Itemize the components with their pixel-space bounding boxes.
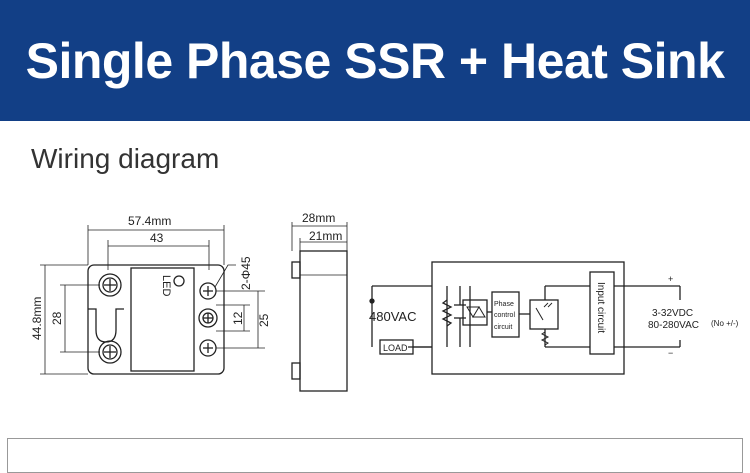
terminal-screw [199, 282, 217, 300]
led-indicator [173, 275, 185, 287]
optocoupler [529, 299, 559, 330]
dim-25: 25 [257, 313, 271, 327]
polarity-note: (No +/-) [711, 319, 739, 328]
led-label: LED [160, 275, 172, 296]
dim-12: 12 [231, 311, 245, 325]
dim-width-inner: 43 [150, 231, 164, 245]
terminal-screw [98, 273, 122, 297]
dim-width-outer: 57.4mm [128, 214, 171, 228]
input-ac-label: 80-280VAC [648, 320, 699, 331]
plus-sign: + [668, 274, 673, 284]
triac [466, 306, 486, 318]
terminal-screw [198, 308, 218, 328]
phase-label-2: control [494, 312, 515, 319]
side-terminal [291, 261, 301, 279]
mounting-slot [88, 308, 124, 343]
terminal-screw [98, 340, 122, 364]
input-circuit-box [589, 271, 615, 355]
voltage-ac-label: 480VAC [369, 309, 416, 324]
header-banner [0, 0, 750, 121]
side-dim-inner: 21mm [309, 229, 342, 243]
terminal-screw [199, 339, 217, 357]
input-dc-label: 3-32VDC [652, 308, 693, 319]
section-title: Wiring diagram [31, 143, 220, 174]
resistor [441, 299, 453, 327]
dim-hole: 2-Φ45 [239, 256, 253, 290]
dim-height-inner: 28 [50, 311, 64, 325]
triac-box [462, 299, 488, 326]
content-frame [7, 438, 743, 473]
load-label: LOAD [383, 343, 408, 353]
phase-label-1: Phase [494, 301, 514, 308]
relay-body [87, 264, 225, 375]
phase-label-3: circuit [494, 324, 512, 331]
circuit-diagram [369, 261, 681, 375]
side-body [299, 250, 348, 392]
minus-sign: − [668, 348, 673, 358]
side-dim-outer: 28mm [302, 211, 335, 225]
label-plate [130, 267, 195, 372]
input-circuit-label: Input circuit [595, 282, 606, 333]
side-view [291, 222, 348, 392]
resistor [540, 331, 550, 346]
page-title: Single Phase SSR + Heat Sink [25, 32, 725, 89]
dim-height-outer: 44.8mm [30, 297, 44, 340]
ssr-box [431, 261, 625, 375]
side-terminal [291, 362, 301, 380]
front-view [40, 225, 265, 375]
